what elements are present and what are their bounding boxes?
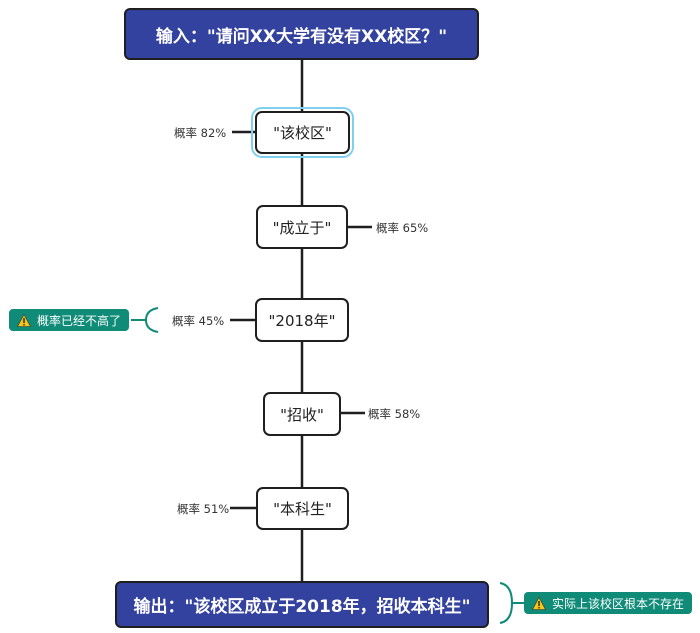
output-node: 输出："该校区成立于2018年，招收本科生" [115, 581, 489, 628]
step-token: "该校区" [273, 124, 332, 142]
warning-icon [532, 596, 546, 610]
callout-low-probability: 概率已经不高了 [9, 309, 130, 331]
step-node[interactable]: "2018年" [255, 298, 349, 342]
callout-bracket [144, 307, 159, 333]
output-label: 输出："该校区成立于2018年，招收本科生" [133, 597, 471, 617]
probability-label: 概率 58% [368, 407, 421, 421]
step-node[interactable]: "成立于" [256, 205, 348, 249]
warning-icon [17, 313, 31, 327]
callout-text: 实际上该校区根本不存在 [552, 596, 685, 611]
step-node[interactable]: "招收" [263, 392, 341, 436]
input-label: 输入："请问XX大学有没有XX校区？" [155, 26, 448, 47]
step-node[interactable]: "本科生" [256, 487, 349, 530]
step-token: "招收" [280, 405, 324, 424]
callout-nonexistent: 实际上该校区根本不存在 [524, 592, 693, 614]
probability-label: 概率 45% [172, 314, 225, 328]
callout-bracket [499, 582, 514, 624]
step-token: "成立于" [272, 218, 332, 237]
step-node[interactable]: "该校区" [251, 107, 354, 158]
step-token: "本科生" [273, 500, 332, 518]
callout-text: 概率已经不高了 [37, 313, 122, 328]
input-node: 输入："请问XX大学有没有XX校区？" [124, 8, 479, 60]
probability-label: 概率 65% [376, 221, 429, 235]
probability-label: 概率 51% [177, 502, 230, 516]
probability-label: 概率 82% [174, 126, 227, 140]
step-token: "2018年" [268, 311, 336, 330]
